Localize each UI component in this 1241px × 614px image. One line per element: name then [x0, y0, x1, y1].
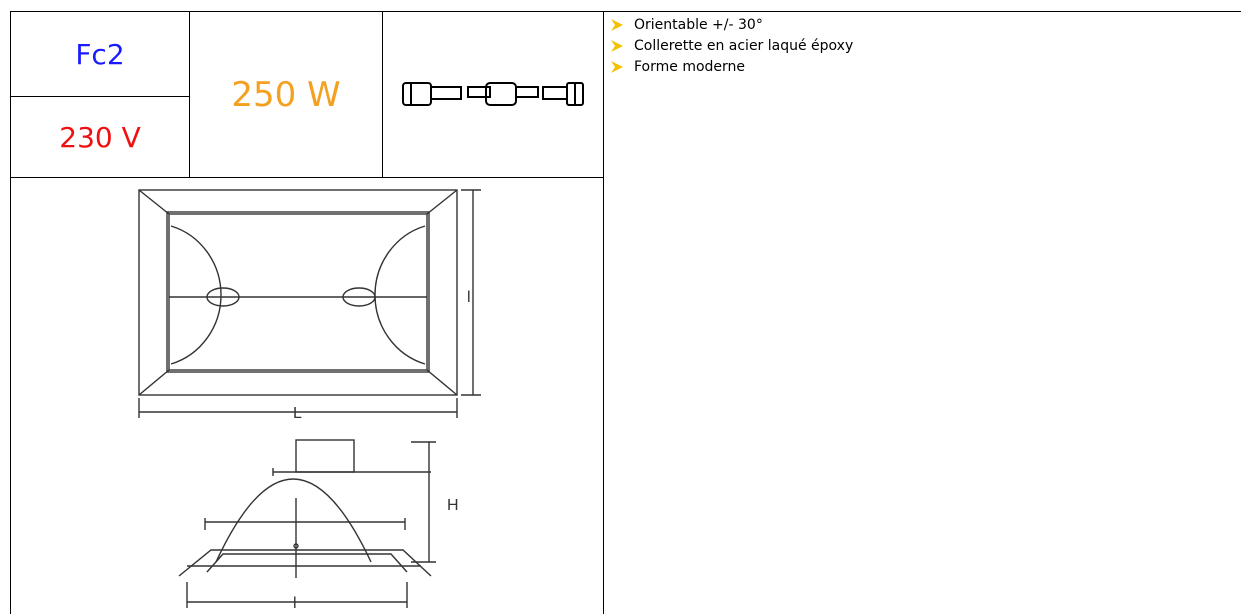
table-divider-row — [10, 177, 604, 178]
list-item: Collerette en acier laqué époxy — [610, 35, 853, 56]
height-label: H — [447, 497, 459, 514]
table-divider-model-volt — [10, 96, 190, 97]
table-divider-left-col — [603, 11, 604, 614]
feature-text: Orientable +/- 30° — [634, 16, 763, 33]
feature-list: Orientable +/- 30° Collerette en acier l… — [610, 14, 853, 77]
feature-text: Collerette en acier laqué époxy — [634, 37, 854, 54]
technical-drawing: L l H l — [138, 189, 481, 612]
arrow-bullet-icon — [611, 60, 623, 73]
length-label: L — [293, 405, 302, 422]
table-border-left — [10, 11, 11, 614]
lamp-illustration — [383, 12, 603, 177]
table-border-top — [10, 11, 1241, 12]
feature-text: Forme moderne — [634, 58, 746, 75]
side-width-label: l — [293, 595, 297, 612]
arrow-bullet-icon — [611, 39, 623, 52]
power-value: 250 W — [231, 74, 341, 115]
table-divider-model — [189, 11, 190, 177]
list-item: Forme moderne — [610, 56, 853, 77]
width-label: l — [467, 289, 471, 306]
list-item: Orientable +/- 30° — [610, 14, 853, 35]
arrow-bullet-icon — [611, 18, 623, 31]
model-code: Fc2 — [75, 37, 125, 71]
voltage-value: 230 V — [59, 120, 141, 154]
table-divider-watt — [382, 11, 383, 177]
